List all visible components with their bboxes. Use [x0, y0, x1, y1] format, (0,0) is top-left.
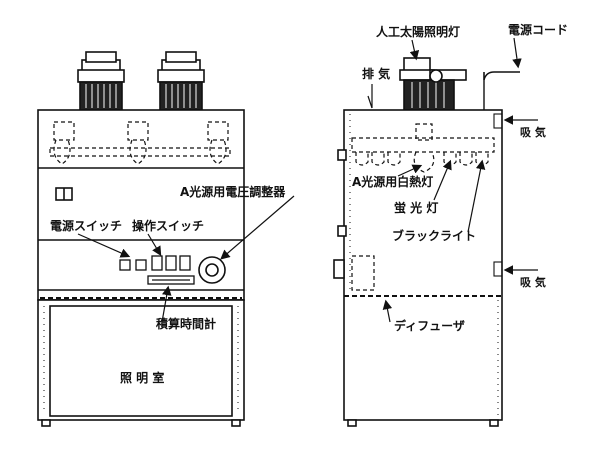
label-power-switch: 電源スイッチ [50, 218, 122, 233]
label-artificial-sun-lamp: 人工太陽照明灯 [376, 24, 460, 39]
front-labels: 電源スイッチ 操作スイッチ A光源用電圧調整器 積算時間計 照 明 室 [50, 184, 286, 385]
label-power-cord: 電源コード [508, 22, 568, 37]
label-fluorescent-lamp: 蛍 光 灯 [394, 200, 438, 215]
side-power-cord [483, 71, 520, 110]
front-sun-lamp-right [157, 51, 205, 111]
label-lighting-chamber: 照 明 室 [120, 370, 164, 385]
side-sun-lamp [399, 57, 467, 111]
front-view [37, 51, 245, 427]
label-operation-switch: 操作スイッチ [132, 218, 204, 233]
label-intake-top: 吸 気 [520, 125, 546, 139]
front-upper-cabinet [37, 109, 245, 301]
side-view [333, 57, 520, 427]
front-lighting-chamber [37, 299, 245, 421]
front-voltage-knob [198, 256, 226, 284]
label-intake-bottom: 吸 気 [520, 275, 546, 289]
label-hour-meter: 積算時間計 [155, 316, 216, 331]
front-internal-lamps [49, 121, 231, 165]
label-incandescent-lamp: A光源用白熱灯 [352, 174, 433, 189]
front-sun-lamp-left [77, 51, 125, 111]
label-black-light: ブラックライト [392, 228, 476, 243]
front-switches [119, 255, 195, 285]
label-exhaust: 排 気 [362, 66, 390, 81]
label-voltage-regulator: A光源用電圧調整器 [180, 184, 286, 199]
label-diffuser: ディフューザ [394, 318, 465, 333]
side-labels: 人工太陽照明灯 電源コード 排 気 吸 気 吸 気 A光源用白熱灯 蛍 光 灯 … [352, 22, 568, 333]
